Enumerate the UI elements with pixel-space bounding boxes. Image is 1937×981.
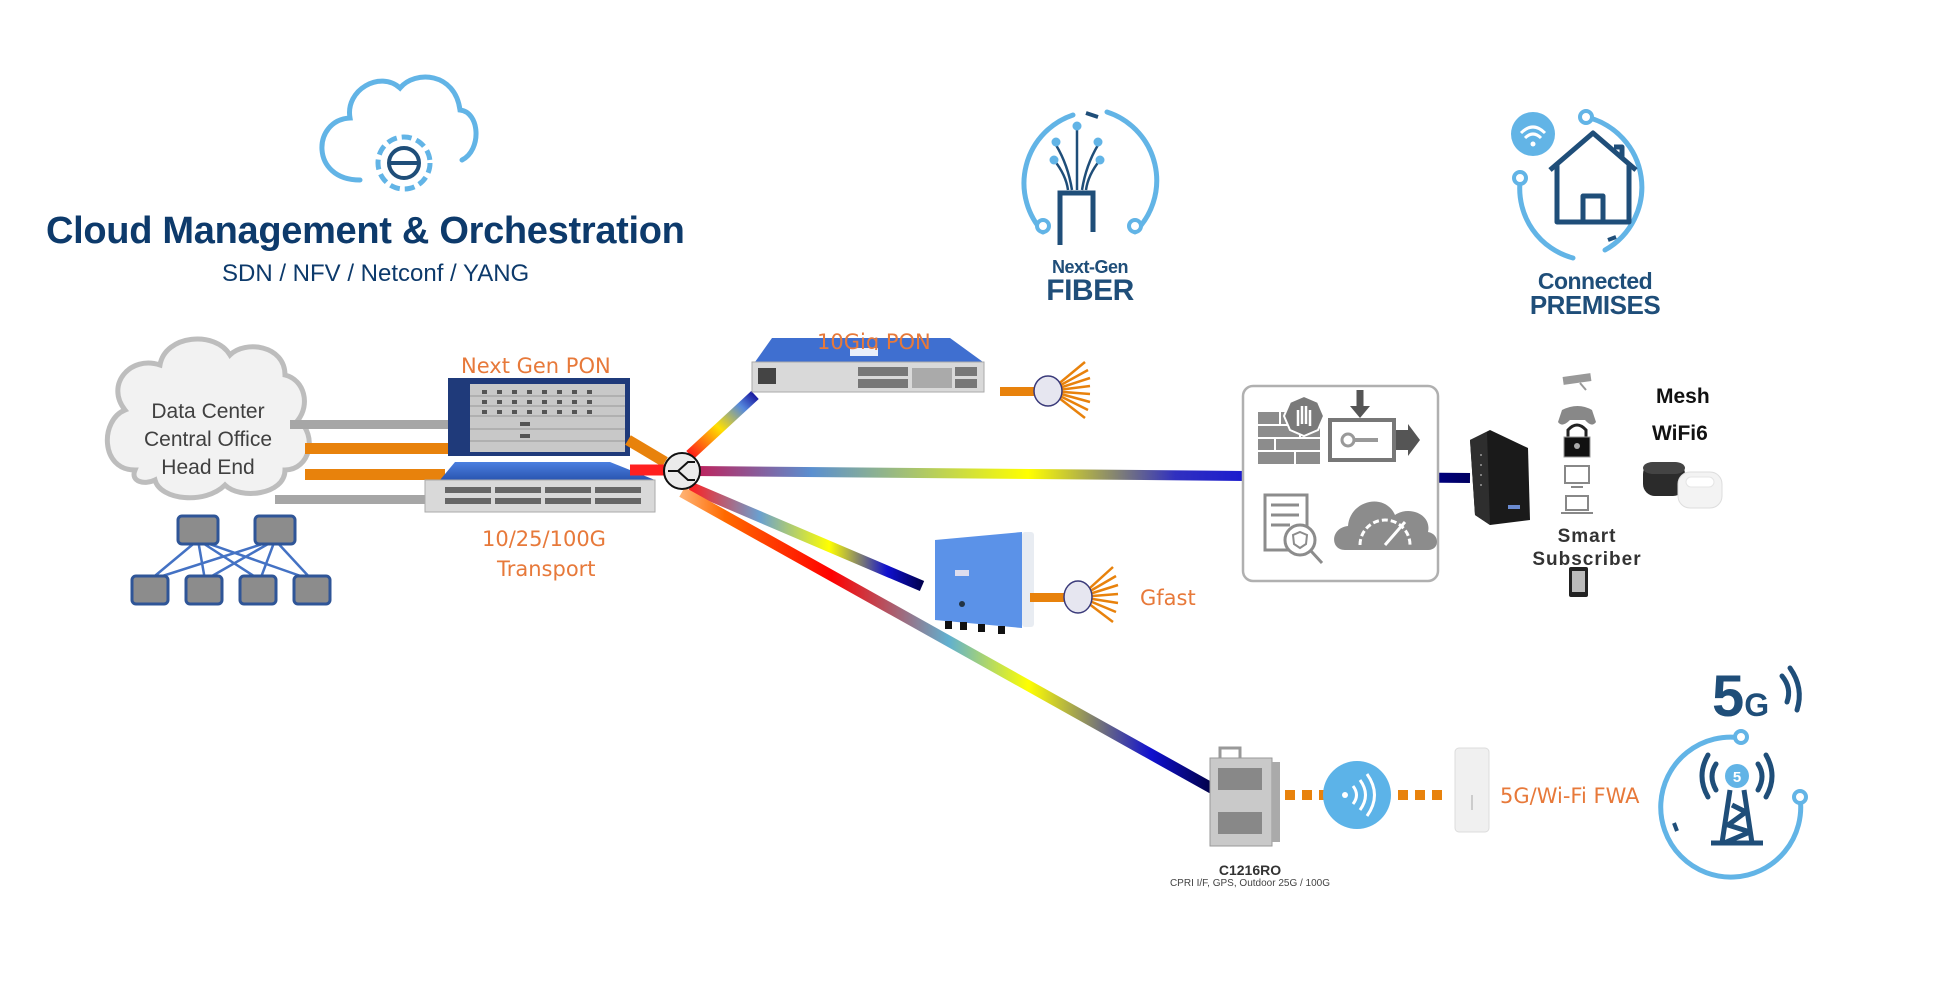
leaf-switch xyxy=(130,574,170,606)
smart-subscriber-line2: Subscriber xyxy=(1532,549,1642,570)
datacenter-cloud xyxy=(104,336,312,501)
leaf-switch xyxy=(238,574,278,606)
fiber-icon xyxy=(1021,109,1160,245)
remote-olt-device xyxy=(1209,746,1280,847)
smart-subscriber-line1: Smart xyxy=(1557,526,1617,547)
fiber-label-line2: FIBER xyxy=(1046,274,1134,307)
leaf-switch xyxy=(184,574,224,606)
pon-splitter-fan xyxy=(1000,361,1091,419)
gfast-device xyxy=(935,532,1034,634)
wireless-signal-icon xyxy=(1323,761,1391,829)
tower-badge: 5 xyxy=(1733,769,1741,786)
5g-label: 5G xyxy=(1712,668,1769,726)
mesh-wifi-pods xyxy=(1643,462,1723,509)
10gig-pon-label: 10Gig PON xyxy=(817,330,931,350)
page-title: Cloud Management & Orchestration xyxy=(46,210,685,252)
transport-switch xyxy=(424,462,656,513)
premises-label-line1: Connected xyxy=(1537,268,1653,294)
premises-label-line2: PREMISES xyxy=(1529,290,1661,320)
remote-olt-caption: C1216RO CPRI I/F, GPS, Outdoor 25G / 100… xyxy=(1140,862,1360,889)
house-icon xyxy=(1511,109,1645,261)
remote-olt-model: C1216RO xyxy=(1218,862,1282,878)
cloud-speed-icon xyxy=(1334,501,1437,550)
datacenter-line: Head End xyxy=(161,456,255,479)
monitor-icon xyxy=(1564,465,1590,488)
remote-olt-spec: CPRI I/F, GPS, Outdoor 25G / 100G xyxy=(1169,878,1331,889)
leaf-switch xyxy=(292,574,332,606)
5g-tower-icon: 5 xyxy=(1658,665,1808,880)
fwa-cpe-device xyxy=(1454,747,1490,833)
uplinks xyxy=(275,420,450,504)
tablet-icon xyxy=(1569,567,1588,597)
padlock-icon xyxy=(1563,423,1591,458)
firewall-icon xyxy=(1258,394,1326,464)
security-audit-icon xyxy=(1263,493,1324,565)
transport-label-line2: Transport xyxy=(497,557,596,581)
security-services-box xyxy=(1241,384,1440,583)
subscriber-gateway xyxy=(1470,430,1530,525)
gamepad-icon xyxy=(1558,406,1596,425)
fiber-label-line1: Next-Gen xyxy=(1051,257,1129,277)
cloud-gear-icon xyxy=(319,74,479,192)
gfast-label: Gfast xyxy=(1140,586,1196,610)
spine-switch xyxy=(176,514,220,546)
olt-to-splitter-link xyxy=(625,435,668,467)
5g-label-g: G xyxy=(1744,687,1770,723)
spine-switch xyxy=(253,514,297,546)
olt-chassis xyxy=(448,378,630,456)
mesh-label-line1: Mesh xyxy=(1656,385,1710,408)
10gig-pon-device xyxy=(751,338,985,393)
camera-icon xyxy=(1562,373,1592,391)
5g-label-number: 5 xyxy=(1712,664,1745,729)
next-gen-pon-label: Next Gen PON xyxy=(461,354,611,378)
gfast-splitter-fan xyxy=(1030,566,1119,623)
smart-subscriber-label: Smart Subscriber xyxy=(1512,525,1662,571)
laptop-icon xyxy=(1561,495,1593,514)
transport-label-line1: 10/25/100G xyxy=(482,527,606,551)
fiber-branch-10gig xyxy=(686,390,759,460)
datacenter-line: Data Center xyxy=(151,400,265,423)
page-subtitle: SDN / NFV / Netconf / YANG xyxy=(222,260,530,287)
datacenter-line: Central Office xyxy=(144,428,272,451)
fiber-branch-remote-olt xyxy=(679,487,1218,795)
mesh-label-line2: WiFi6 xyxy=(1652,422,1708,445)
key-exchange-icon xyxy=(1328,390,1420,462)
fiber-branch-gfast xyxy=(687,481,925,592)
datacenter-label: Data Center Central Office Head End xyxy=(108,398,308,482)
fwa-label: 5G/Wi-Fi FWA xyxy=(1500,784,1640,808)
spine-leaf-network xyxy=(130,514,332,606)
splitter-icon xyxy=(663,452,701,490)
